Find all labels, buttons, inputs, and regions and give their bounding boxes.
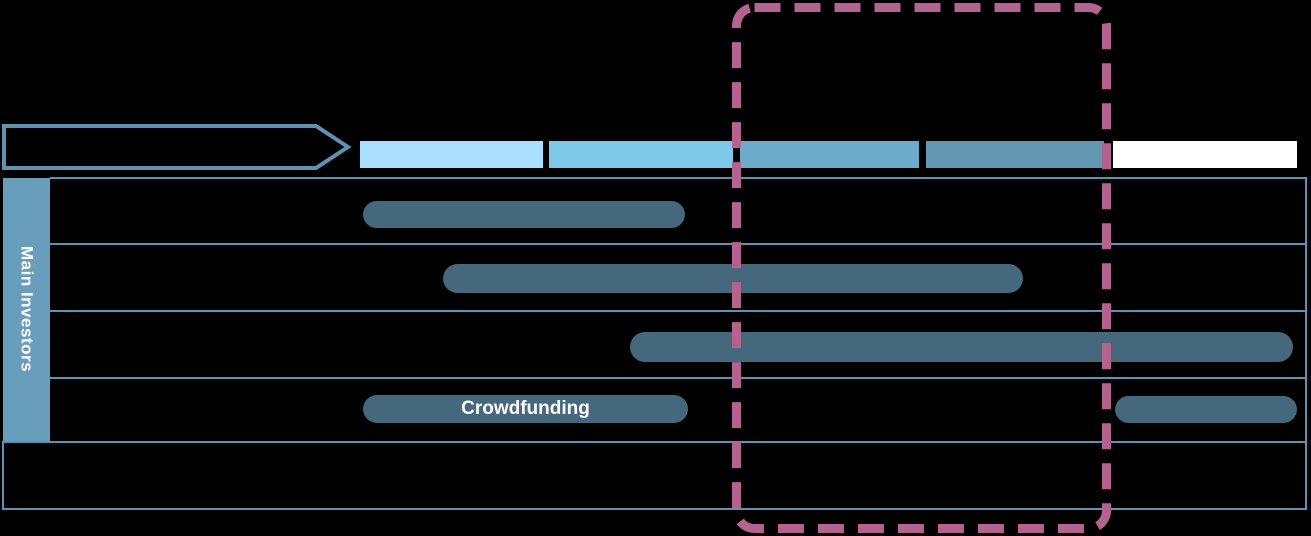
crowdfunding-bar: Crowdfunding: [363, 395, 688, 423]
timeline-segment-3: [740, 141, 919, 168]
arrow-outline-shape: [2, 124, 352, 170]
investor-bar-row4-right: [1115, 396, 1297, 423]
sidebar-label: Main Investors: [17, 246, 37, 373]
bottom-band: [2, 441, 1307, 510]
investor-bar-row2: [443, 264, 1023, 293]
row-divider-3: [50, 377, 1305, 379]
timeline-segment-4: [926, 141, 1104, 168]
investor-bar-row1: [363, 201, 685, 228]
investor-bar-row3: [630, 332, 1293, 362]
row-divider-1: [50, 243, 1305, 245]
timeline-segment-2: [549, 141, 733, 168]
timeline-segment-1: [360, 141, 543, 168]
investor-rows-grid: [50, 177, 1307, 441]
row-divider-2: [50, 310, 1305, 312]
main-investors-sidebar: Main Investors: [3, 178, 50, 441]
crowdfunding-label: Crowdfunding: [461, 398, 590, 419]
timeline-segment-5: [1113, 141, 1297, 168]
